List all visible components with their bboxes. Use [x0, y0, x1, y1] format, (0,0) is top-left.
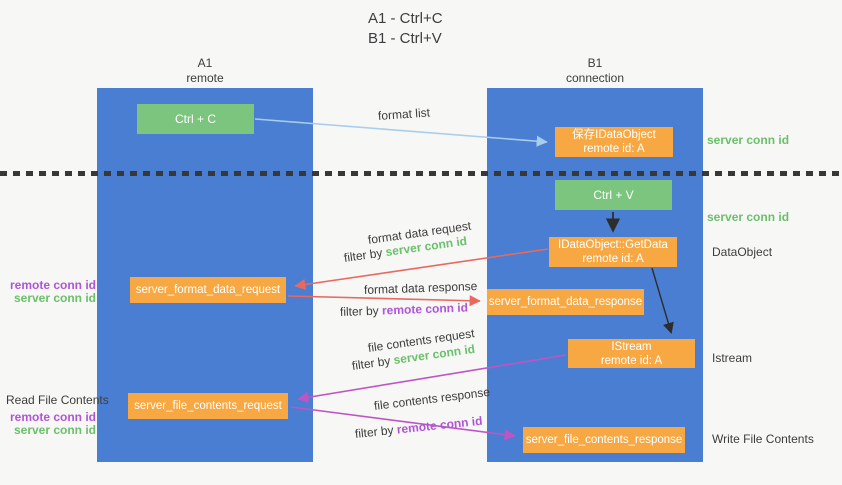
lane-header-a1: A1 remote: [97, 56, 313, 86]
label-dataobject: DataObject: [712, 245, 773, 259]
filter-by-text: filter by: [339, 303, 383, 319]
title-line-2: B1 - Ctrl+V: [368, 30, 442, 47]
node-idataobject-getdata-line1: IDataObject::GetData: [558, 239, 668, 251]
node-istream-line2: remote id: A: [600, 354, 663, 367]
node-server-file-contents-response-label: server_file_contents_response: [525, 434, 683, 446]
dotted-divider-line: [0, 171, 842, 176]
remote-conn-id-key: remote conn id: [381, 300, 469, 318]
node-ctrl-c: Ctrl + C: [137, 104, 254, 134]
node-idataobject-getdata-line2: remote id: A: [582, 253, 644, 265]
lane-header-b1: B1 connection: [487, 56, 703, 86]
lane-b1-name: B1: [587, 56, 603, 70]
label-remote-conn-id-left-1: remote conn id: [9, 278, 96, 292]
edge-label-file-contents-response: file contents response: [373, 384, 491, 413]
edge-label-format-data-response-filter: filter by remote conn id: [340, 301, 468, 319]
label-server-conn-id-mid-right: server conn id: [707, 210, 790, 224]
lane-a1-role: remote: [186, 71, 224, 85]
label-server-conn-id-left-2: server conn id: [13, 423, 96, 437]
remote-conn-id-key: remote conn id: [396, 413, 484, 437]
node-server-file-contents-response: server_file_contents_response: [523, 427, 685, 453]
node-server-format-data-request-label: server_format_data_request: [135, 284, 281, 296]
label-istream: Istream: [712, 351, 753, 365]
node-server-file-contents-request-label: server_file_contents_request: [134, 400, 282, 412]
label-server-conn-id-left-1: server conn id: [13, 291, 96, 305]
node-ctrl-c-label: Ctrl + C: [174, 112, 216, 126]
node-istream-line1: IStream: [611, 340, 652, 353]
title-line-1: A1 - Ctrl+C: [368, 10, 443, 27]
node-save-idataobject: 保存IDataObject remote id: A: [555, 127, 673, 157]
node-ctrl-v: Ctrl + V: [555, 180, 672, 210]
node-server-format-data-response-label: server_format_data_response: [488, 296, 643, 308]
label-remote-conn-id-left-2: remote conn id: [9, 410, 96, 424]
filter-by-text: filter by: [343, 245, 387, 265]
edge-label-format-data-response: format data response: [363, 279, 478, 297]
node-server-file-contents-request: server_file_contents_request: [128, 393, 288, 419]
node-idataobject-getdata: IDataObject::GetData remote id: A: [549, 237, 677, 267]
lane-b1-role: connection: [565, 71, 625, 85]
filter-by-text: filter by: [354, 422, 398, 441]
filter-by-text: filter by: [351, 353, 395, 373]
edge-label-format-list: format list: [377, 105, 431, 123]
lane-a1-name: A1: [197, 56, 213, 70]
label-write-file-contents: Write File Contents: [712, 432, 814, 446]
node-server-format-data-request: server_format_data_request: [130, 277, 286, 303]
diagram-title: A1 - Ctrl+C B1 - Ctrl+V: [368, 9, 443, 49]
node-save-idataobject-line2: remote id: A: [583, 143, 645, 155]
node-istream: IStream remote id: A: [568, 339, 695, 368]
label-server-conn-id-top-right: server conn id: [707, 133, 790, 147]
edge-label-file-contents-response-filter: filter by remote conn id: [354, 414, 483, 441]
node-save-idataobject-line1: 保存IDataObject: [572, 129, 656, 141]
node-server-format-data-response: server_format_data_response: [487, 289, 644, 315]
label-read-file-contents: Read File Contents: [6, 393, 109, 407]
node-ctrl-v-label: Ctrl + V: [593, 188, 634, 202]
